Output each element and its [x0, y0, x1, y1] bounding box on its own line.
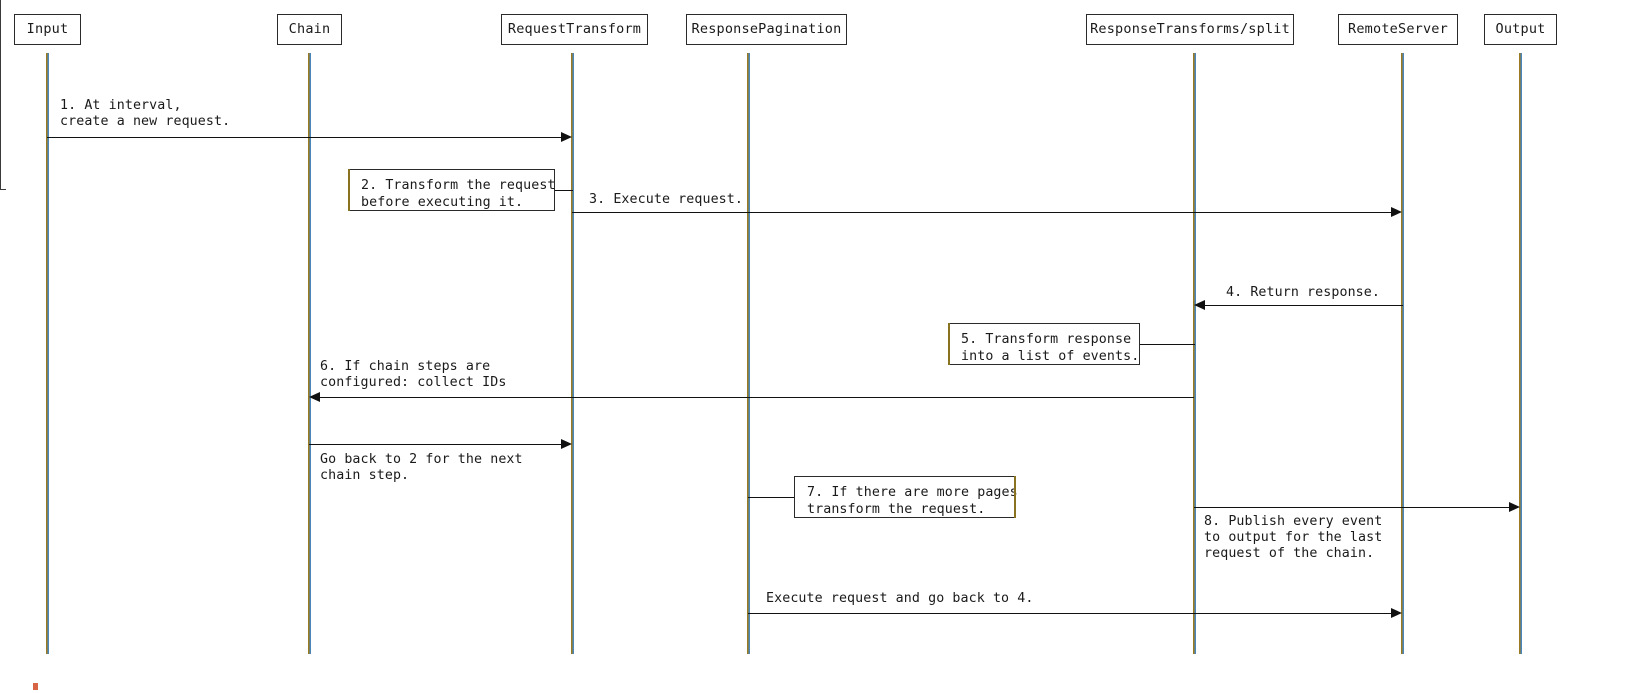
participant-label: ResponseTransforms/split [1090, 21, 1290, 37]
message-4-label: 4. Return response. [1226, 285, 1381, 300]
page-edge-artifact [0, 0, 1, 190]
participant-responsepagination[interactable]: ResponsePagination [686, 14, 847, 45]
participant-remoteserver[interactable]: RemoteServer [1338, 14, 1458, 45]
message-8-line [1194, 507, 1509, 508]
lifeline-requesttransform [571, 53, 574, 654]
lifeline-output [1519, 53, 1522, 654]
message-8-label: 8. Publish every event to output for the… [1204, 514, 1383, 561]
message-6-label: 6. If chain steps are configured: collec… [320, 359, 507, 390]
message-3-arrowhead [1391, 207, 1402, 217]
lifeline-remoteserver [1401, 53, 1404, 654]
message-loop-chain-line [309, 444, 561, 445]
participant-label: ResponsePagination [691, 21, 842, 37]
participant-input[interactable]: Input [14, 14, 81, 45]
participant-label: Chain [288, 21, 331, 37]
participant-label: Input [26, 21, 69, 37]
note-5-transform-response: 5. Transform response into a list of eve… [948, 323, 1140, 365]
message-3-label: 3. Execute request. [589, 192, 744, 207]
participant-label: RequestTransform [507, 21, 642, 37]
message-4-arrowhead [1194, 300, 1205, 310]
lifeline-chain [308, 53, 311, 654]
corner-mark-artifact [33, 683, 38, 690]
lifeline-input [46, 53, 49, 654]
message-6-arrowhead [309, 392, 320, 402]
message-1-label: 1. At interval, create a new request. [60, 98, 231, 129]
participant-responsetransforms-split[interactable]: ResponseTransforms/split [1086, 14, 1294, 45]
lifeline-responsetransforms-split [1193, 53, 1196, 654]
message-loop-pagination-label: Execute request and go back to 4. [766, 591, 1034, 606]
message-4-line [1205, 305, 1403, 306]
message-loop-pagination-arrowhead [1391, 608, 1402, 618]
note-7-stem [748, 497, 796, 498]
participant-label: Output [1495, 21, 1546, 37]
participant-requesttransform[interactable]: RequestTransform [501, 14, 648, 45]
message-1-arrowhead [561, 132, 572, 142]
note-7-more-pages: 7. If there are more pages transform the… [794, 476, 1018, 518]
message-loop-chain-label: Go back to 2 for the next chain step. [320, 452, 523, 483]
message-6-line [320, 397, 1194, 398]
participant-label: RemoteServer [1348, 21, 1448, 37]
participant-chain[interactable]: Chain [277, 14, 342, 45]
participant-output[interactable]: Output [1484, 14, 1557, 45]
message-3-line [572, 212, 1391, 213]
message-1-line [47, 137, 561, 138]
note-5-stem [1140, 344, 1195, 345]
page-edge-artifact-bottom [0, 189, 6, 190]
lifeline-responsepagination [747, 53, 750, 654]
message-loop-pagination-line [748, 613, 1391, 614]
note-2-transform-request: 2. Transform the request before executin… [348, 169, 555, 211]
note-2-stem [555, 190, 573, 191]
message-loop-chain-arrowhead [561, 439, 572, 449]
message-8-arrowhead [1509, 502, 1520, 512]
